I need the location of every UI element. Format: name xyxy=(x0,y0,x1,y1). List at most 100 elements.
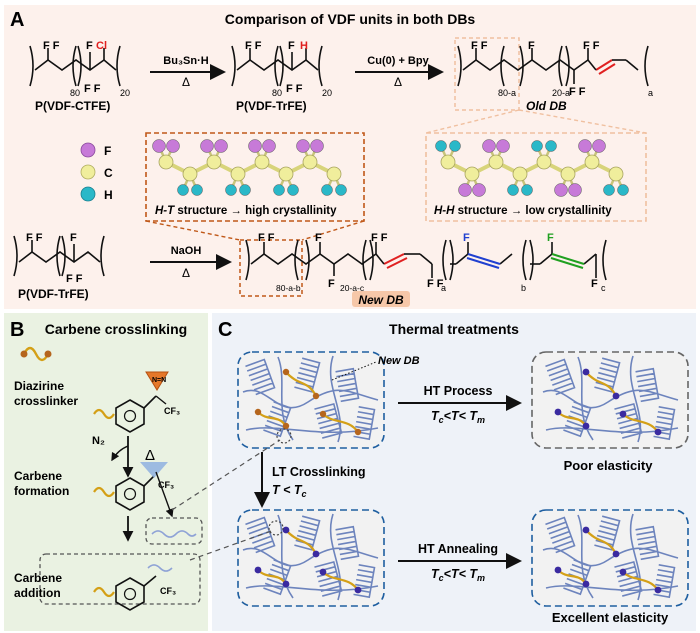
carbon-atom xyxy=(608,166,624,182)
diazirine-end-dot xyxy=(319,410,327,418)
mol1-label: P(VDF-CTFE) xyxy=(35,99,110,113)
mol3-subscript-a: a xyxy=(648,88,653,98)
carbene-molecule xyxy=(93,462,168,511)
crystal-lamella xyxy=(594,357,621,393)
panel-b-background xyxy=(4,313,208,631)
panel-b-letter: B xyxy=(10,319,24,341)
molecule-new-db xyxy=(245,239,607,281)
diazirine-end-dot xyxy=(354,428,362,436)
ht-process-condition: Tc<T< Tm xyxy=(431,409,485,425)
molecule-old-db xyxy=(457,45,649,87)
fluorine-atom xyxy=(496,139,510,153)
crosslink-node xyxy=(282,526,290,534)
crosslink-node xyxy=(619,568,627,576)
mol5-f-blue: F xyxy=(463,232,470,244)
ht-annealing-condition: Tc<T< Tm xyxy=(431,567,485,583)
molecule-p-vdf-ctfe xyxy=(29,45,121,87)
hydrogen-atom xyxy=(603,184,615,196)
arrow2-reagent: Cu(0) + Bpy xyxy=(367,55,429,67)
mol3-subscript-80a: 80-a xyxy=(498,88,516,98)
diazirine-molecule xyxy=(93,371,169,433)
mol4-ff-2: F F xyxy=(66,273,83,285)
crosslink-node xyxy=(582,368,590,376)
fluorine-atom xyxy=(200,139,214,153)
amorphous-chain xyxy=(542,547,679,567)
crystal-lamella xyxy=(563,401,592,438)
fluorine-atom xyxy=(310,139,324,153)
panel-b-label-carbene: Carbene xyxy=(14,469,62,483)
legend-fluorine-label: F xyxy=(104,144,111,158)
insertion-chain-icon xyxy=(151,530,197,538)
n2-release-arrow xyxy=(111,445,129,462)
molecule-p-vdf-trfe-2 xyxy=(13,235,105,277)
crystal-lamella xyxy=(614,402,643,439)
crystal-lamella xyxy=(314,402,343,439)
panel-c-new-db-label: New DB xyxy=(378,355,420,367)
addition-cf3: CF₃ xyxy=(160,586,176,596)
crosslink-node xyxy=(612,550,620,558)
carbon-atom xyxy=(536,154,552,170)
crystal-lamella xyxy=(314,560,343,597)
mol2-label: P(VDF-TrFE) xyxy=(236,99,307,113)
fluorine-atom xyxy=(482,139,496,153)
hydrogen-atom xyxy=(335,184,347,196)
crosslink-node xyxy=(654,586,662,594)
diazirine-end-dot xyxy=(282,422,290,430)
old-db-highlight-box xyxy=(454,37,520,111)
mol2-hydrogen: H xyxy=(300,40,308,52)
carbon-atom xyxy=(464,166,480,182)
carbon-atom xyxy=(560,166,576,182)
arrow3-heat: Δ xyxy=(182,266,190,280)
fluorine-atom xyxy=(248,139,262,153)
mol3-ff-3: F F xyxy=(569,86,586,98)
crystal-lamella xyxy=(563,559,592,596)
mol2-f: F xyxy=(288,40,295,52)
panel-b-label-addition: addition xyxy=(14,586,61,600)
diazirine-end-dot xyxy=(282,368,290,376)
mol5-subscript-80ab: 80-a-b xyxy=(276,283,301,293)
diazirine-end-dot xyxy=(254,408,262,416)
old-db-double-bond xyxy=(595,59,616,75)
crystal-lamella xyxy=(263,559,292,596)
crystal-lamella xyxy=(635,367,660,403)
arrow1-reagent: Bu₃Sn·H xyxy=(163,55,208,67)
new-db-highlight-box xyxy=(239,239,303,297)
panel-b-label-diazirine: Diazirine xyxy=(14,379,64,393)
mol3-label: Old DB xyxy=(526,99,567,113)
crystal-lamella xyxy=(335,525,360,561)
mol2-subscript-80: 80 xyxy=(272,88,282,98)
ht-connector-right xyxy=(301,220,365,241)
carbon-atom xyxy=(488,154,504,170)
diazirine-cf3: CF₃ xyxy=(164,406,180,416)
atom-legend xyxy=(80,142,96,202)
amorphous-chain xyxy=(629,513,642,601)
polymer-network-excellent xyxy=(542,513,679,601)
ht-connector-left xyxy=(145,220,241,241)
ht-process-label: HT Process xyxy=(424,384,493,398)
panel-a-letter: A xyxy=(10,9,24,31)
hh-connector-right xyxy=(518,109,647,134)
panel-b-title: Carbene crosslinking xyxy=(45,321,187,337)
carbon-atom xyxy=(512,166,528,182)
crosslink-node xyxy=(582,422,590,430)
hydrogen-atom xyxy=(545,140,557,152)
carbon-atom xyxy=(254,154,270,170)
carbon-atom xyxy=(230,166,246,182)
crosslinker-chain xyxy=(585,371,617,397)
crosslink-node xyxy=(554,566,562,574)
panel-a-background xyxy=(4,5,696,309)
crystal-lamella xyxy=(294,515,321,551)
mol3-f-1: F xyxy=(528,40,535,52)
new-db-pointer xyxy=(331,361,377,381)
mol5-ff-1: F F xyxy=(258,232,275,244)
crosslink-node xyxy=(582,580,590,588)
crosslink-node xyxy=(582,526,590,534)
old-db-bond-a xyxy=(587,59,597,71)
hydrogen-atom xyxy=(191,184,203,196)
mol1-chlorine: Cl xyxy=(96,40,107,52)
panel-b-delta: Δ xyxy=(145,447,155,464)
carbon-atom xyxy=(584,154,600,170)
fluorine-atom xyxy=(166,139,180,153)
mol2-ff-2: F F xyxy=(286,83,303,95)
amorphous-chain xyxy=(329,355,342,443)
